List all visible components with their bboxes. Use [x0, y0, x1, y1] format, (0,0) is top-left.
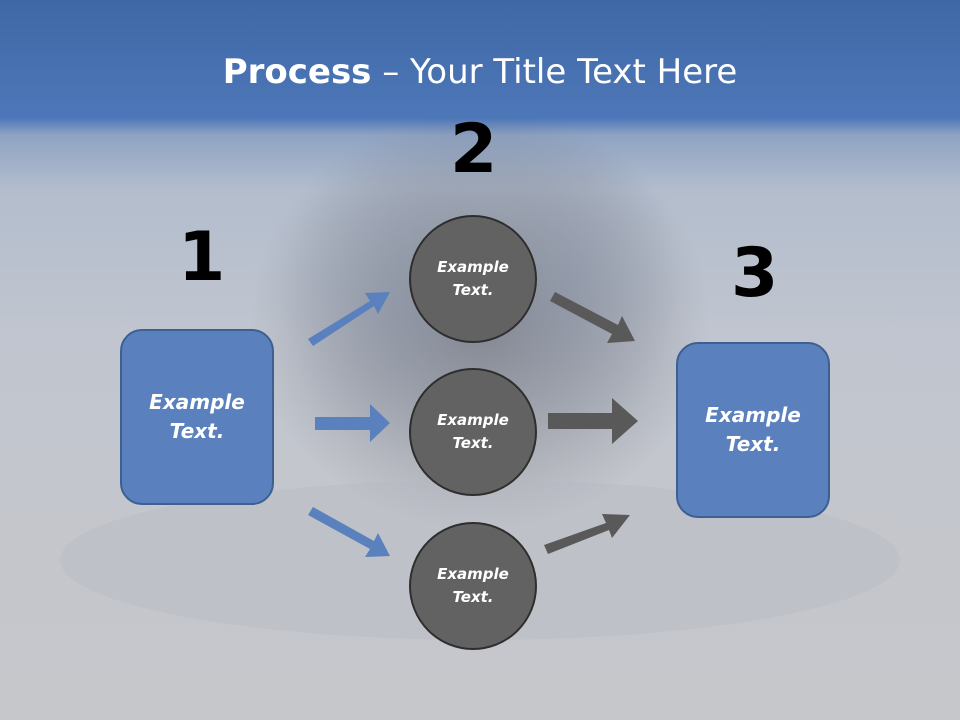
left-box-text: Example Text.: [149, 390, 245, 443]
step-number-2: 2: [450, 110, 498, 189]
step-number-3: 3: [731, 234, 779, 313]
circle-bottom: Example Text.: [409, 522, 537, 650]
circle-bottom-text: Example Text.: [437, 564, 509, 606]
arrow-left-middle: [315, 404, 390, 442]
step-number-1: 1: [178, 218, 226, 297]
page-title: Process – Your Title Text Here: [0, 52, 960, 92]
circle-middle: Example Text.: [409, 368, 537, 496]
right-step-box: Example Text.: [676, 342, 830, 518]
left-step-box: Example Text.: [120, 329, 274, 505]
circle-middle-text: Example Text.: [437, 410, 509, 452]
arrow-left-down: [308, 507, 390, 557]
arrow-left-up: [308, 292, 390, 346]
title-rest: – Your Title Text Here: [371, 52, 738, 92]
arrow-right-from-bottom: [544, 514, 630, 554]
arrow-right-from-top: [550, 292, 635, 343]
circle-top-text: Example Text.: [437, 257, 509, 299]
circle-top: Example Text.: [409, 215, 537, 343]
right-box-text: Example Text.: [705, 403, 801, 456]
arrow-right-middle: [548, 398, 638, 444]
title-bold: Process: [222, 52, 372, 92]
